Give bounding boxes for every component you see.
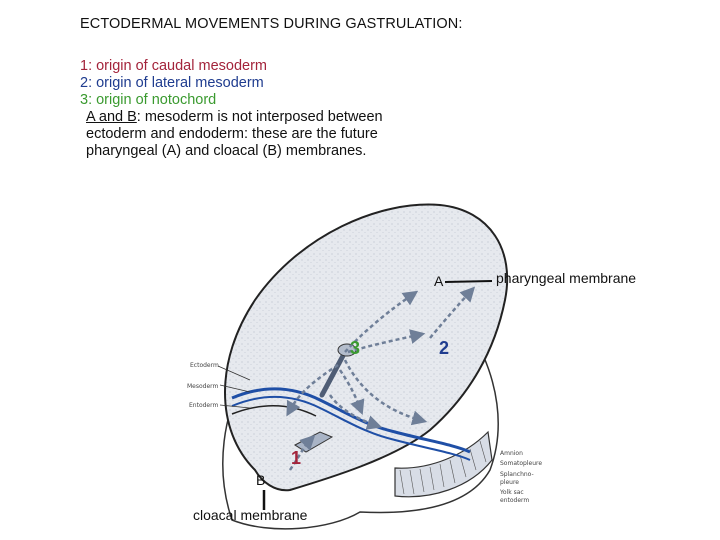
- note-text: : mesoderm is not interposed between ect…: [86, 109, 383, 159]
- right-label-yolksac: Yolk sac: [499, 489, 524, 496]
- legend-notochord: 3: origin of notochord: [80, 92, 217, 108]
- ectoderm-pointer: [217, 365, 251, 381]
- legend-note: A and B: mesoderm is not interposed betw…: [80, 109, 440, 160]
- entoderm-pointer: [219, 404, 251, 409]
- legend-block: 1: origin of caudal mesoderm 2: origin o…: [80, 58, 440, 160]
- legend-lateral-mesoderm: 2: origin of lateral mesoderm: [80, 75, 264, 91]
- mesoderm-band-lower: [231, 395, 471, 461]
- endoderm-line: [231, 405, 317, 417]
- pharyngeal-pointer: [444, 280, 493, 283]
- number-2-lateral: 2: [439, 338, 450, 358]
- membrane-hatching: [399, 440, 487, 495]
- lower-membrane-layers: [394, 430, 493, 498]
- label-a: A: [434, 273, 444, 289]
- note-ab-label: A and B: [86, 109, 137, 125]
- right-label-entoderm: entoderm: [500, 497, 529, 504]
- right-label-amnion: Amnion: [500, 450, 523, 457]
- label-b: B: [256, 472, 266, 488]
- left-label-ectoderm: Ectoderm: [190, 362, 219, 369]
- mesoderm-band: [231, 387, 471, 454]
- left-label-entoderm: Entoderm: [189, 402, 218, 409]
- embryonic-disc: [224, 203, 509, 492]
- number-3-notochord: 3: [350, 338, 361, 358]
- right-label-pleure: pleure: [500, 479, 519, 486]
- right-label-somatopleure: Somatopleure: [500, 460, 542, 467]
- legend-caudal-mesoderm: 1: origin of caudal mesoderm: [80, 58, 267, 74]
- pharyngeal-membrane-label: pharyngeal membrane: [496, 270, 637, 286]
- migration-arrows: [286, 286, 476, 471]
- right-label-splanchno: Splanchno-: [500, 471, 534, 478]
- cloacal-membrane-label: cloacal membrane: [193, 507, 308, 523]
- slide-title: ECTODERMAL MOVEMENTS DURING GASTRULATION…: [80, 16, 463, 32]
- left-label-mesoderm: Mesoderm: [187, 383, 219, 390]
- mesoderm-pointer: [219, 384, 251, 393]
- number-1-caudal: 1: [291, 448, 302, 468]
